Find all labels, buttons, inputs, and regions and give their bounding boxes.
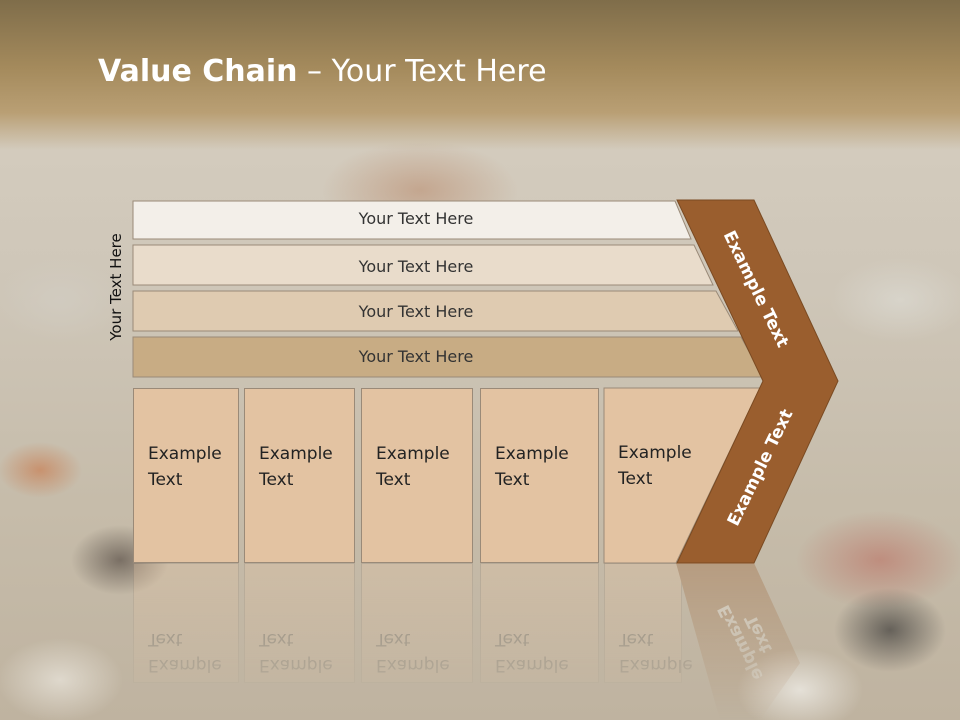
title-rest: – Your Text Here	[297, 54, 547, 89]
header-band	[0, 0, 960, 150]
chevron-arrow	[676, 199, 839, 564]
row-2-shape	[132, 244, 714, 286]
row-1-shape	[132, 200, 692, 240]
row-4-label: Your Text Here	[358, 347, 474, 366]
row-3-shape	[132, 290, 739, 332]
row-1-label: Your Text Here	[358, 209, 474, 228]
row-2-label: Your Text Here	[358, 257, 474, 276]
row-3-label: Your Text Here	[358, 302, 474, 321]
page-title: Value Chain – Your Text Here	[98, 54, 547, 89]
reflection-chevron	[676, 563, 800, 720]
title-bold: Value Chain	[98, 54, 298, 89]
cell-5-shape	[603, 387, 761, 564]
